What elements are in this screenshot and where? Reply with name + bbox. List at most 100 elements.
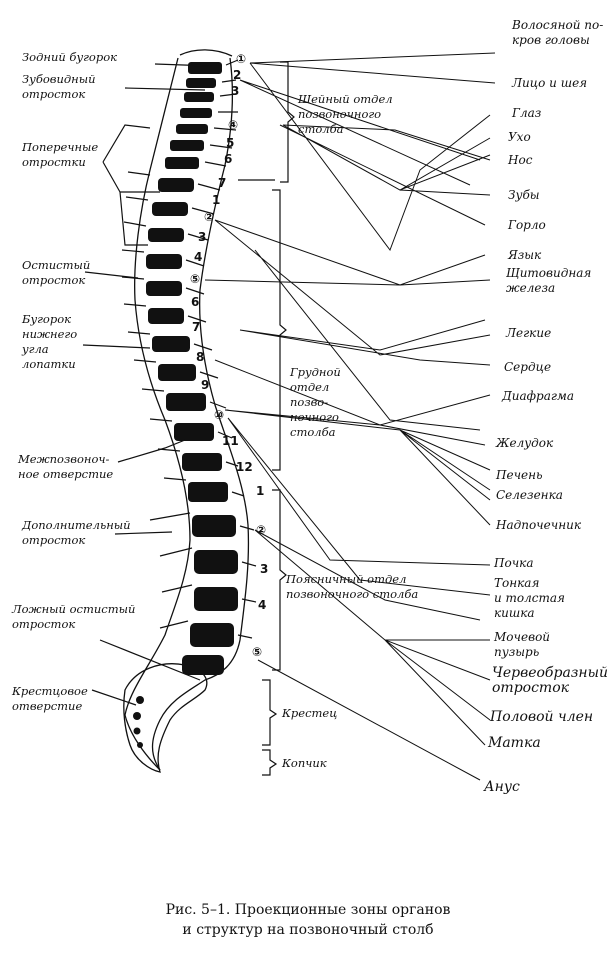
vertebra-number-c7: 7 [218,176,227,190]
organ-mochevoy-puzyr: Мочевой пузырь [494,630,551,659]
section-sacrum: Крестец [282,706,338,720]
vertebra-t [182,453,222,471]
vertebra-c [165,157,199,169]
vertebra-t [158,178,194,192]
bracket-cervical [280,61,295,183]
vertebra-l [194,587,238,611]
vertebra-number-c3: 3 [231,84,240,98]
section-thoracic: Грудной отдел позво- ночного столба [290,365,341,439]
leader-poperech [102,124,160,246]
organ-gorlo: Горло [508,218,546,232]
organ-polovoy-chlen: Половой член [490,709,594,725]
label-ostisty-otrostok: Остистый отросток [22,258,91,287]
vertebra-number-c1: ① [236,52,247,66]
vertebra-number-l5: ⑤ [252,645,263,659]
vertebra-t [166,393,206,411]
spinous-processes [185,59,257,639]
vertebra-l [190,623,234,647]
leader-zubovid [124,87,206,91]
vertebra-l [182,655,224,675]
vertebra-c [186,78,216,88]
organ-yazyk: Язык [508,248,542,262]
label-dopolnitelny: Дополнительный отросток [22,518,131,547]
organ-kishka: Тонкая и толстая кишка [494,576,565,620]
vertebra-number-c6: 6 [224,152,233,166]
organ-shchitovidnaya: Щитовидная железа [506,266,592,295]
leader-krestc [91,689,137,706]
projection-lines [204,52,496,781]
vertebra-number-t11: 11 [222,434,239,448]
organ-pechen: Печень [496,468,543,482]
vertebra-number-t12: 12 [236,460,253,474]
bracket-sacrum [262,679,278,746]
vertebra-t [148,228,184,242]
sacral-foramen [133,727,141,735]
vertebra-c [184,92,214,102]
figure-caption: Рис. 5–1. Проекционные зоны органов и ст… [0,900,616,940]
organ-uho: Ухо [508,130,531,144]
vertebra-c [170,140,204,151]
sacral-foramen [137,742,143,748]
label-mezhpozvonochnoe: Межпозвоноч- ное отверстие [18,452,114,481]
vertebra-l [192,515,236,537]
vertebra-number-t4: 4 [194,250,203,264]
vertebra-t [146,281,182,296]
vertebra-number-l2: ② [256,523,267,537]
spine-outline-back [151,57,250,771]
label-krestcovoe: Крестцовое отверстие [12,684,88,713]
organ-serdce: Сердце [504,360,552,374]
sacral-foramen [133,712,141,720]
vertebra-number-l1: 1 [256,484,265,498]
vertebra-number-l3: 3 [260,562,269,576]
vertebra-number-t9: 9 [201,378,210,392]
label-zubovidny-otrostok: Зубовидный отросток [22,72,96,101]
section-lumbar: Поясничный отдел позвоночного столба [286,572,419,601]
organ-glaz: Глаз [512,106,542,120]
label-lozhny-ostisty: Ложный остистый отросток [12,602,136,631]
sacral-foramen [136,696,144,704]
organ-zuby: Зубы [508,188,540,202]
vertebra-number-t1: 1 [212,193,221,207]
leader-zodny [154,63,213,67]
vertebra-number-l4: 4 [258,598,267,612]
skull-base [179,49,233,57]
vertebra-number-t7: 7 [192,320,201,334]
leader-bugorok [82,344,151,349]
organ-nos: Нос [508,153,533,167]
vertebra-number-t3: 3 [198,230,207,244]
organ-zheludok: Желудок [496,436,554,450]
vertebra-t [174,423,214,441]
section-coccyx: Копчик [282,756,327,770]
leader-ostisty [84,271,139,279]
vertebra-t [188,482,228,502]
organ-volosyanoy-pokrov: Волосяной по- кров головы [512,18,604,47]
vertebra-t [152,202,188,216]
bracket-lumbar [272,489,287,671]
vertebra-number-t10: ⑩ [214,408,225,422]
organ-pochka: Почка [494,556,534,570]
vertebra-t [148,308,184,324]
vertebra-c [176,124,208,134]
vertebra-t [146,254,182,269]
organ-matka: Матка [488,735,541,751]
vertebra-number-t8: 8 [196,350,205,364]
organ-legkie: Легкие [506,326,552,340]
label-bugorok-lopatki: Бугорок нижнего угла лопатки [22,312,78,371]
organ-selezenka: Селезенка [496,488,563,502]
vertebra-c [188,62,222,74]
label-zodny-bugorok: Зодний бугорок [22,50,117,64]
vertebra-number-c2: 2 [233,68,242,82]
vertebra-t [158,364,196,381]
label-poperechnye-otrostki: Поперечные отростки [22,140,99,169]
vertebra-c [180,108,212,118]
organ-lico-sheya: Лицо и шея [512,76,588,90]
transverse-processes [121,171,193,629]
leader-lozhny [99,639,201,681]
vertebra-number-c4: ④ [228,118,239,132]
organ-nadpochechnik: Надпочечник [496,518,582,532]
vertebra-number-t6: 6 [191,295,200,309]
vertebra-number-t2: ② [204,210,215,224]
bracket-coccyx [262,749,278,776]
organ-chervoobrazny: Червеобразный отросток [492,665,609,696]
